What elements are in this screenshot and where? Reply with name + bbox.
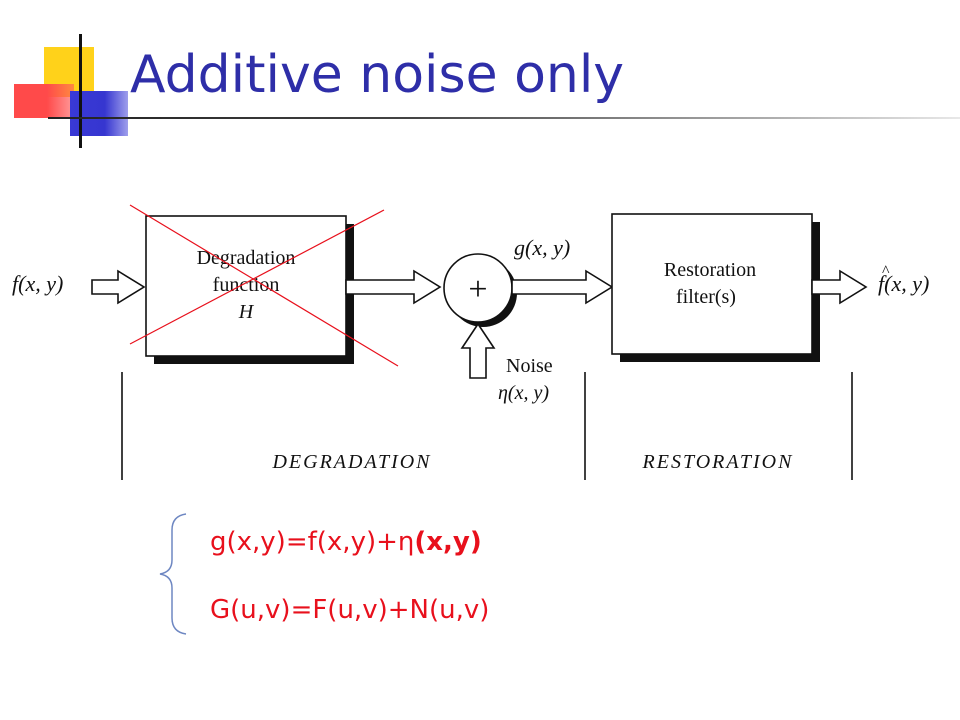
output-arrow [811, 269, 868, 305]
output-hat: ^ [882, 263, 890, 280]
section-degradation-label: DEGRADATION [271, 451, 431, 473]
noise-arrow [460, 322, 496, 379]
noise-label: Noise [506, 355, 553, 377]
degradation-to-adder-arrow [345, 269, 442, 305]
degradation-block [145, 215, 354, 364]
equations-brace [159, 513, 187, 635]
restoration-line1: Restoration [664, 259, 756, 281]
section-restoration-label: RESTORATION [642, 451, 794, 473]
decoration-vertical-line [79, 34, 82, 148]
restoration-line2: filter(s) [676, 286, 736, 308]
equation-spatial-main: g(x,y)=f(x,y)+η [210, 527, 415, 557]
restoration-block [611, 213, 820, 362]
degradation-line2: function [213, 274, 280, 296]
equation-frequency: G(u,v)=F(u,v)+N(u,v) [210, 595, 490, 625]
decoration-red-bar [14, 84, 74, 118]
equation-spatial-bold: (x,y) [414, 527, 482, 557]
cross-out-mark [129, 204, 399, 367]
output-label: f(x, y) [878, 271, 929, 296]
equation-spatial: g(x,y)=f(x,y)+η(x,y) [210, 527, 482, 557]
adder-to-restoration-arrow [511, 269, 614, 305]
degradation-line3: H [238, 301, 255, 323]
adder-symbol: + [468, 271, 487, 308]
sum-label: g(x, y) [514, 235, 570, 260]
input-arrow [91, 269, 146, 305]
degradation-line1: Degradation [197, 247, 296, 269]
title-underline [48, 117, 960, 119]
input-label: f(x, y) [12, 271, 63, 296]
noise-symbol: η(x, y) [498, 382, 549, 404]
slide-title: Additive noise only [130, 45, 625, 105]
